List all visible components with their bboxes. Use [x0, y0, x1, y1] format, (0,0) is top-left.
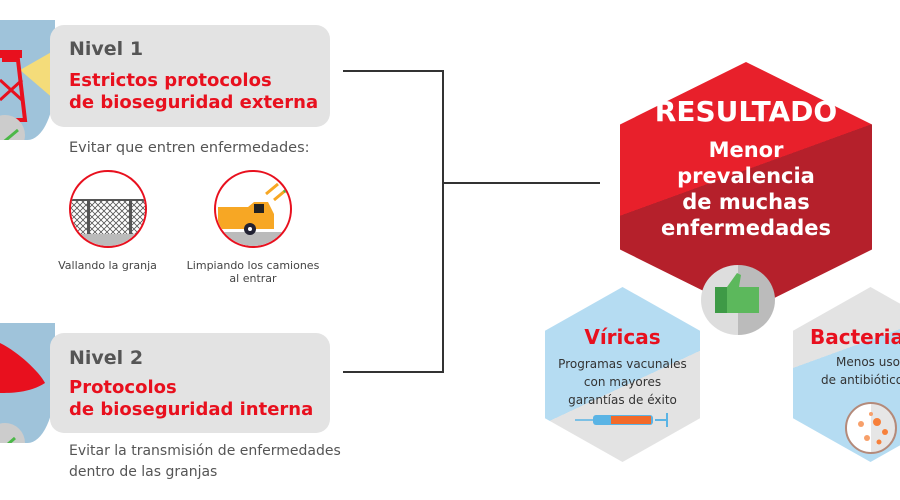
syringe-icon [575, 411, 670, 433]
nivel-1-title-1: Estrictos protocolos [69, 70, 272, 91]
viricas-line-2: con mayores [583, 375, 662, 389]
truck-cleaning-icon [214, 170, 292, 248]
bacterianas-panel: Bacterianas Menos uso de antibióticos [793, 287, 900, 462]
nivel-2-card [50, 333, 330, 433]
resultado-line-1: Menor [708, 138, 784, 162]
resultado-title: RESULTADO [654, 95, 838, 128]
resultado-line-3: de muchas [682, 190, 810, 214]
nivel-2-desc-1: Evitar la transmisión de enfermedades [69, 443, 341, 459]
nivel-1-label: Nivel 1 [69, 38, 144, 60]
truck-caption-2: al entrar [229, 272, 277, 285]
fence-caption: Vallando la granja [58, 259, 157, 272]
thumbs-up-icon [701, 265, 775, 335]
dome-shield-icon [0, 323, 55, 443]
connector-bottom [343, 371, 444, 373]
resultado-text: Menor prevalencia de muchas enfermedades [620, 137, 872, 241]
petri-dish-icon [845, 402, 897, 454]
nivel-1-card [50, 25, 330, 127]
viricas-line-3: garantías de éxito [568, 393, 677, 407]
resultado-line-2: prevalencia [677, 164, 815, 188]
viricas-title: Víricas [584, 325, 661, 349]
connector-top [343, 70, 444, 72]
viricas-text: Programas vacunales con mayores garantía… [545, 355, 700, 409]
watchtower-shield-icon [0, 20, 55, 140]
fence-icon [69, 170, 147, 248]
bacterianas-line-2: de antibióticos [821, 373, 900, 387]
truck-caption-1: Limpiando los camiones [186, 259, 320, 272]
nivel-2-title-2: de bioseguridad interna [69, 399, 314, 420]
bacterianas-title: Bacterianas [810, 325, 900, 349]
nivel-2-label: Nivel 2 [69, 347, 144, 369]
viricas-line-1: Programas vacunales [558, 357, 687, 371]
connector-vertical [442, 70, 444, 373]
nivel-1-subtitle: Evitar que entren enfermedades: [69, 140, 310, 156]
connector-to-result [442, 182, 600, 184]
nivel-2-desc-2: dentro de las granjas [69, 464, 218, 480]
nivel-1-title-2: de bioseguridad externa [69, 92, 319, 113]
resultado-line-4: enfermedades [660, 216, 832, 240]
bacterianas-line-1: Menos uso [836, 355, 900, 369]
nivel-2-title-1: Protocolos [69, 377, 177, 398]
